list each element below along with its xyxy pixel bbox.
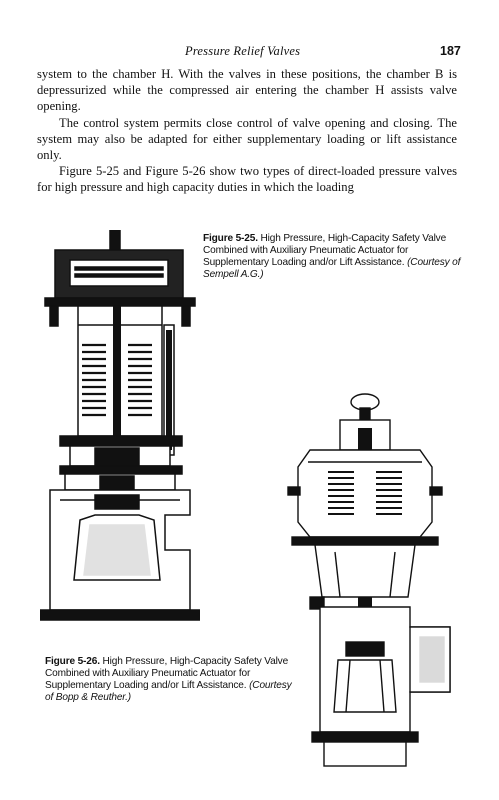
paragraph: system to the chamber H. With the valves… — [37, 67, 457, 114]
figure-5-25-illustration — [40, 230, 200, 621]
figure-credit: (Courtesy of Bopp & Reuther.) — [45, 679, 292, 703]
running-title: Pressure Relief Valves — [185, 44, 301, 58]
figure-5-26-caption: Figure 5-26. High Pressure, High-Capacit… — [45, 656, 295, 704]
figure-5-26-illustration — [287, 393, 451, 767]
running-head: Pressure Relief Valves 187 — [0, 44, 499, 60]
paragraph: Figure 5-25 and Figure 5-26 show two typ… — [37, 164, 457, 195]
paragraph: The control system permits close control… — [37, 115, 457, 163]
body-text: system to the chamber H. With the valves… — [37, 66, 457, 196]
figure-credit: (Courtesy of Sempell A.G.) — [203, 256, 461, 280]
figure-caption-text: High Pressure, High-Capacity Safety Valv… — [45, 656, 289, 691]
figure-label: Figure 5-25. — [203, 233, 258, 244]
figure-5-25-caption: Figure 5-25. High Pressure, High-Capacit… — [203, 233, 463, 281]
figure-caption-text: High Pressure, High-Capacity Safety Valv… — [203, 233, 447, 268]
figure-label: Figure 5-26. — [45, 656, 100, 667]
page-number: 187 — [440, 44, 461, 58]
